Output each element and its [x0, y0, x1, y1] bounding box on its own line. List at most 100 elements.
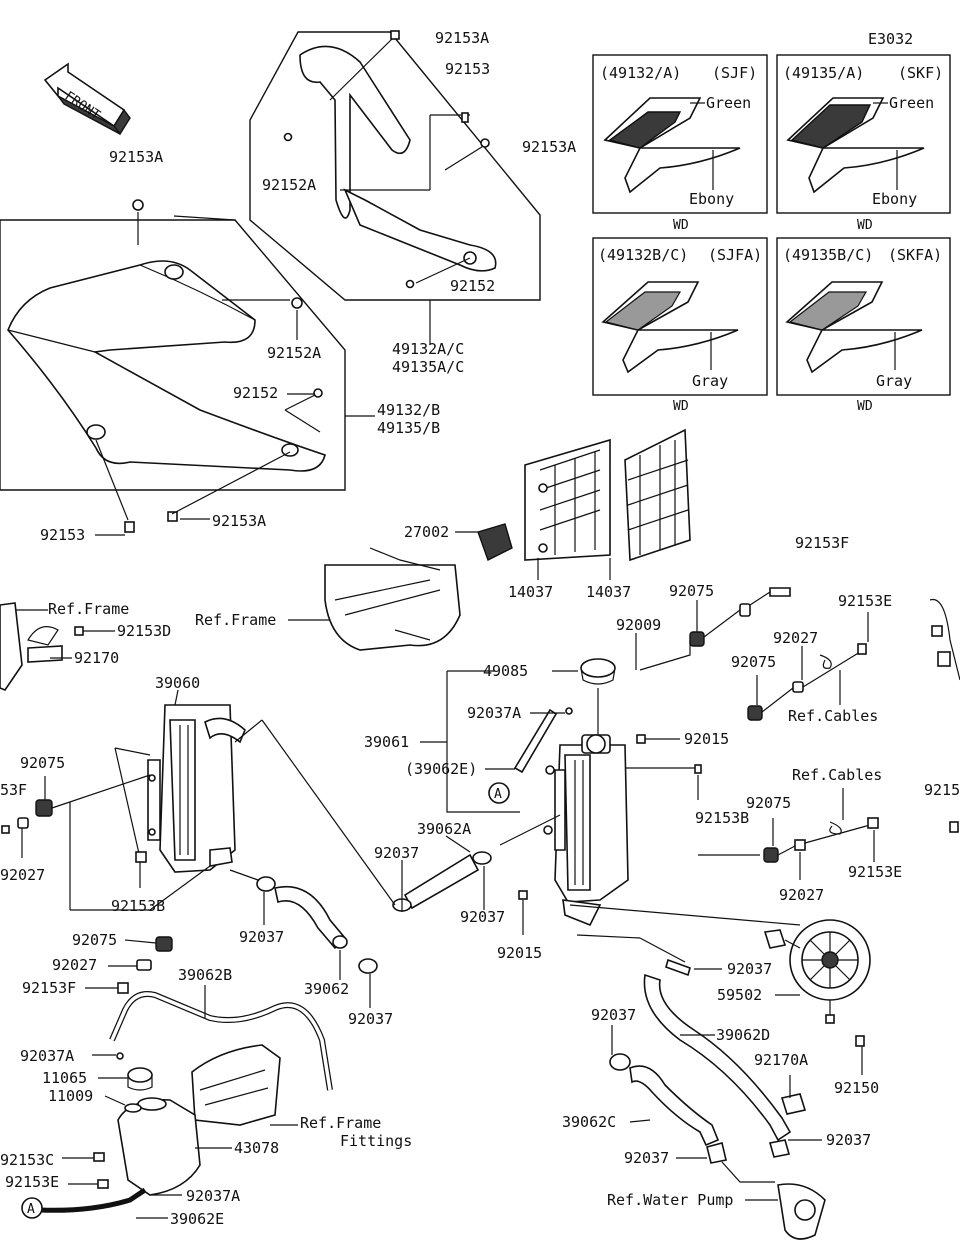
label-27002: 27002: [404, 523, 449, 541]
label-49135AC: 49135A/C: [392, 358, 464, 376]
label-39062C: 39062C: [562, 1113, 616, 1131]
variant-4-code: (49135B/C): [783, 246, 873, 264]
label-92153D: 92153D: [117, 622, 171, 640]
label-92037A-b: 92037A: [20, 1047, 74, 1065]
label-11009: 11009: [48, 1087, 93, 1105]
label-39062: 39062: [304, 980, 349, 998]
label-92152-mid: 92152: [233, 384, 278, 402]
label-92015-a: 92015: [684, 730, 729, 748]
label-92037A-a: 92037A: [467, 704, 521, 722]
right-edge-partials: 9215: [924, 598, 960, 833]
label-59502: 59502: [717, 986, 762, 1004]
reservoir-tank: A 92037A 11065 11009 Ref.Frame Fittings …: [0, 1044, 412, 1228]
label-92037-h: 92037: [826, 1131, 871, 1149]
label-43078: 43078: [234, 1139, 279, 1157]
label-92037-b: 92037: [460, 908, 505, 926]
hose-39062A: 39062A 92037 92037: [261, 719, 561, 926]
label-ref-cables-b: Ref.Cables: [792, 766, 882, 784]
main-shroud-group: 92153A 92152A 92152 49132/B 49135/B 9215…: [0, 148, 440, 544]
variant-1-note: WD: [673, 218, 689, 233]
variant-4-color1: Gray: [876, 372, 912, 390]
label-49135B: 49135/B: [377, 419, 440, 437]
diagram-code: E3032: [868, 30, 913, 48]
label-92153E-b: 92153E: [848, 863, 902, 881]
variant-2-model: (SKF): [898, 64, 943, 82]
label-92037-d: 92037: [348, 1010, 393, 1028]
label-92075-c: 92075: [746, 794, 791, 812]
label-92075-e: 92075: [72, 931, 117, 949]
label-39062B: 39062B: [178, 966, 232, 984]
label-92153A-low: 92153A: [212, 512, 266, 530]
label-92027-a: 92027: [773, 629, 818, 647]
label-ref-frame-a: Ref.Frame: [48, 600, 129, 618]
label-92037A-c: 92037A: [186, 1187, 240, 1205]
hose-39062B: 39062B: [109, 966, 333, 1091]
label-39062E-ref: (39062E): [405, 760, 477, 778]
label-14037-b: 14037: [586, 583, 631, 601]
label-39062E: 39062E: [170, 1210, 224, 1228]
label-92152-up: 92152: [450, 277, 495, 295]
label-92153B-b: 92153B: [111, 897, 165, 915]
label-92153A-right: 92153A: [522, 138, 576, 156]
marker-A-upper: A: [494, 787, 502, 802]
label-39060: 39060: [155, 674, 200, 692]
variant-3-code: (49132B/C): [598, 246, 688, 264]
label-14037-a: 14037: [508, 583, 553, 601]
label-92152A-mid: 92152A: [267, 344, 321, 362]
variant-2-note: WD: [857, 218, 873, 233]
upper-shroud-group: 92153A 92153 92153A 92152A 92152 49132A/…: [249, 29, 576, 376]
label-92037-a: 92037: [374, 844, 419, 862]
label-ref-frame-fittings-2: Fittings: [340, 1132, 412, 1150]
right-mounts: 92153F 92075 92009 92153E 92027 92075 Re…: [616, 534, 902, 904]
label-92037-e: 92037: [727, 960, 772, 978]
variant-4-model: (SKFA): [888, 246, 942, 264]
label-39061: 39061: [364, 733, 409, 751]
frame-reference-left: Ref.Frame 92153D 92170: [0, 600, 171, 691]
label-ref-water-pump: Ref.Water Pump: [607, 1191, 733, 1209]
label-92075-a: 92075: [669, 582, 714, 600]
main-shroud: [7, 260, 326, 472]
label-92037-f: 92037: [591, 1006, 636, 1024]
hose-39062: 92037 39062 92037: [229, 869, 393, 1028]
label-49132B: 49132/B: [377, 401, 440, 419]
left-radiator: 39060 92075 53F 92027 92153B: [0, 674, 263, 915]
bracket-27002: 27002: [404, 523, 513, 561]
radiator-cap: [580, 658, 616, 678]
label-92037-g: 92037: [624, 1149, 669, 1167]
upper-shroud: [299, 45, 411, 219]
label-92153E-a: 92153E: [838, 592, 892, 610]
marker-A-lower: A: [27, 1202, 35, 1217]
label-92075-b: 92075: [731, 653, 776, 671]
variant-3-color1: Gray: [692, 372, 728, 390]
label-92153A-left: 92153A: [109, 148, 163, 166]
variant-3-model: (SJFA): [708, 246, 762, 264]
fan-assembly: 92037 59502 92150: [569, 904, 879, 1097]
radiator-guards: 14037 14037: [508, 428, 691, 601]
front-arrow-icon: FRONT: [43, 62, 131, 136]
variant-3-note: WD: [673, 399, 689, 414]
label-92153F-b: 92153F: [22, 979, 76, 997]
label-9215-cut: 9215: [924, 781, 960, 799]
label-92152A-up: 92152A: [262, 176, 316, 194]
variant-2-color2: Ebony: [872, 190, 917, 208]
label-92153C: 92153C: [0, 1151, 54, 1169]
label-92170: 92170: [74, 649, 119, 667]
frame-reference-center: Ref.Frame: [195, 547, 461, 651]
variant-1-color1: Green: [706, 94, 751, 112]
label-92027-b: 92027: [779, 886, 824, 904]
variant-1-model: (SJF): [712, 64, 757, 82]
label-ref-frame-b: Ref.Frame: [195, 611, 276, 629]
left-lower-mounts: 92075 92027 92153F: [22, 931, 173, 997]
label-92009: 92009: [616, 616, 661, 634]
label-92153B-a: 92153B: [695, 809, 749, 827]
label-ref-frame-fittings-1: Ref.Frame: [300, 1114, 381, 1132]
variant-2-code: (49135/A): [783, 64, 864, 82]
label-11065: 11065: [42, 1069, 87, 1087]
label-92027-d: 92027: [52, 956, 97, 974]
lower-right-hoses: 92037 39062D 92170A 39062C 92037 92037 R…: [562, 973, 871, 1240]
label-39062A: 39062A: [417, 820, 471, 838]
label-92170A: 92170A: [754, 1051, 808, 1069]
label-53F-cut: 53F: [0, 781, 27, 799]
label-39062D: 39062D: [716, 1026, 770, 1044]
